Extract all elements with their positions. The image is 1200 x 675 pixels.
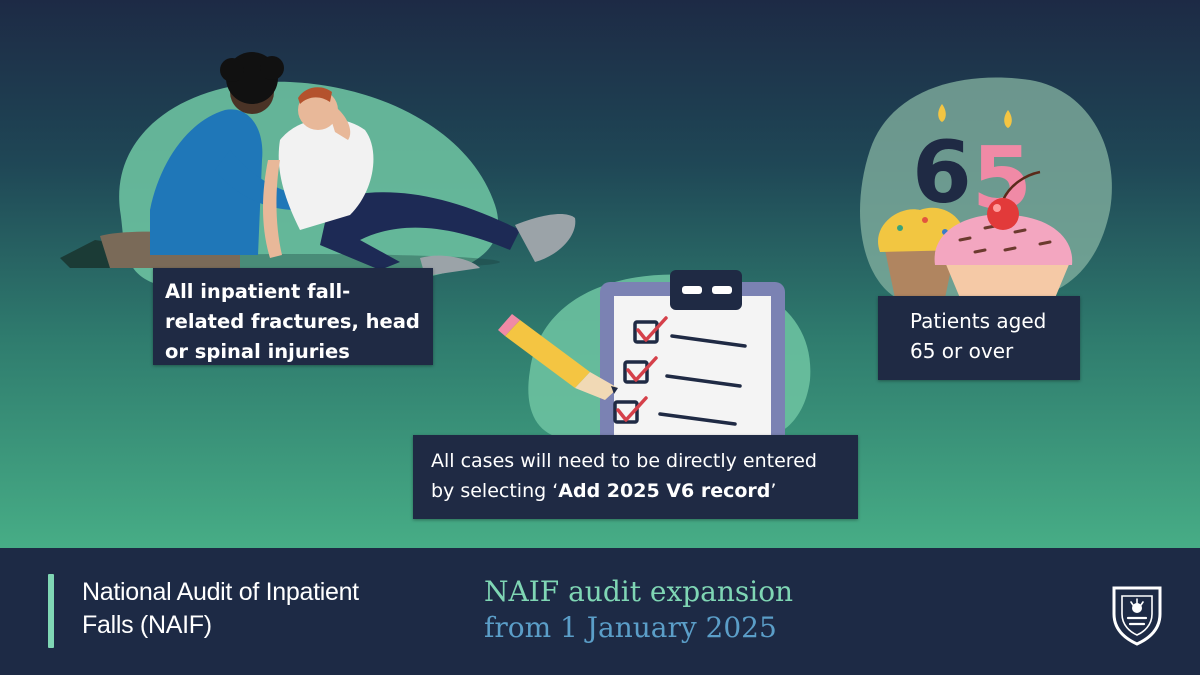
headline: NAIF audit expansion from 1 January 2025	[484, 574, 1004, 646]
candle-digit-six: 6	[912, 123, 972, 223]
fall-assistance-illustration	[60, 52, 576, 276]
footer: National Audit of Inpatient Falls (NAIF)…	[0, 548, 1200, 675]
footer-accent-bar	[48, 574, 54, 648]
falls-criteria-caption: All inpatient fall-related fractures, he…	[153, 268, 433, 365]
hero-panel: 6 5	[0, 0, 1200, 548]
add-record-label: Add 2025 V6 record	[558, 480, 771, 502]
pencil-icon	[498, 314, 618, 400]
illustration-layer: 6 5	[60, 52, 1112, 472]
birthday-cupcakes-illustration: 6 5	[878, 104, 1073, 298]
crest-logo-icon	[1112, 586, 1162, 646]
data-entry-caption-prefix: All cases will need to be directly enter…	[431, 450, 817, 502]
headline-line-2: from 1 January 2025	[484, 611, 777, 644]
data-entry-caption-suffix: ’	[770, 480, 777, 502]
headline-line-1: NAIF audit expansion	[484, 575, 794, 608]
data-entry-caption: All cases will need to be directly enter…	[413, 435, 858, 519]
organisation-name: National Audit of Inpatient Falls (NAIF)	[82, 578, 359, 639]
age-criteria-caption: Patients aged 65 or over	[878, 296, 1080, 380]
